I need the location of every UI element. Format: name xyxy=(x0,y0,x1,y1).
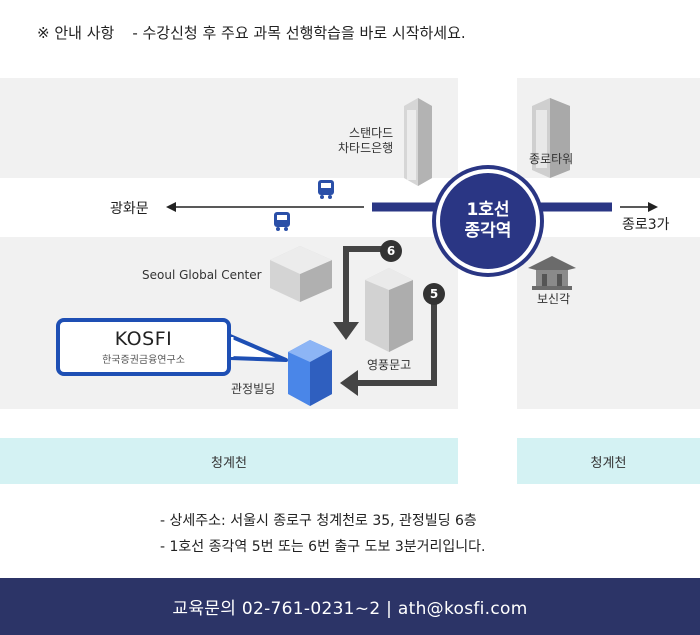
exit-5-badge: 5 xyxy=(423,283,445,305)
pavilion-icon xyxy=(528,256,576,290)
bus-icon xyxy=(274,212,290,231)
station-name: 종각역 xyxy=(464,221,512,241)
label-jongno-tower: 종로타워 xyxy=(529,152,574,166)
label-bosingak: 보신각 xyxy=(537,292,571,306)
bus-icon xyxy=(318,180,334,199)
label-standard-chartered: 스탠다드 차타드은행 xyxy=(338,126,394,155)
contact-text: 교육문의 02-761-0231~2 | ath@kosfi.com xyxy=(172,599,528,619)
label-seoul-global-center: Seoul Global Center xyxy=(142,268,262,282)
station-line: 1호선 xyxy=(466,200,510,220)
kosfi-subtitle: 한국증권금융연구소 xyxy=(102,355,185,366)
route-exit-5-arrowhead xyxy=(340,370,358,396)
exit-6-badge: 6 xyxy=(380,240,402,262)
contact-footer: 교육문의 02-761-0231~2 | ath@kosfi.com xyxy=(0,578,700,635)
building-icon xyxy=(404,98,432,186)
address-info: - 상세주소: 서울시 종로구 청계천로 35, 관정빌딩 6층 - 1호선 종… xyxy=(160,508,485,560)
building-icon xyxy=(532,98,570,178)
address-line-2: - 1호선 종각역 5번 또는 6번 출구 도보 3분거리입니다. xyxy=(160,539,486,555)
label-gwanjeong: 관정빌딩 xyxy=(231,382,276,396)
kosfi-callout-pointer xyxy=(228,334,288,362)
route-exit-6 xyxy=(343,246,384,324)
block-top-left xyxy=(0,78,458,178)
address-line-1: - 상세주소: 서울시 종로구 청계천로 35, 관정빌딩 6층 xyxy=(160,513,477,529)
cheonggyecheon-left: 청계천 xyxy=(0,438,458,484)
notice: ※ 안내 사항 - 수강신청 후 주요 과목 선행학습을 바로 시작하세요. xyxy=(37,22,466,43)
notice-title: ※ 안내 사항 xyxy=(37,24,115,42)
label-youngpoong: 영풍문고 xyxy=(367,358,412,372)
notice-text: - 수강신청 후 주요 과목 선행학습을 바로 시작하세요. xyxy=(132,24,466,42)
kosfi-callout: KOSFI 한국증권금융연구소 xyxy=(56,318,231,376)
building-icon xyxy=(270,246,332,302)
arrowhead-left xyxy=(166,202,176,212)
building-icon xyxy=(365,268,413,352)
location-map: 청계천 청계천 xyxy=(0,78,700,578)
label-gwanghwamun: 광화문 xyxy=(110,201,149,217)
route-exit-6-arrowhead xyxy=(333,322,359,340)
kosfi-name: KOSFI xyxy=(114,328,173,350)
label-jongno3ga: 종로3가 xyxy=(622,217,670,233)
route-exit-5 xyxy=(356,302,437,386)
cheonggyecheon-right: 청계천 xyxy=(517,438,700,484)
arrowhead-right xyxy=(648,202,658,212)
jonggak-station: 1호선 종각역 xyxy=(436,169,540,273)
target-building-icon xyxy=(288,340,332,406)
